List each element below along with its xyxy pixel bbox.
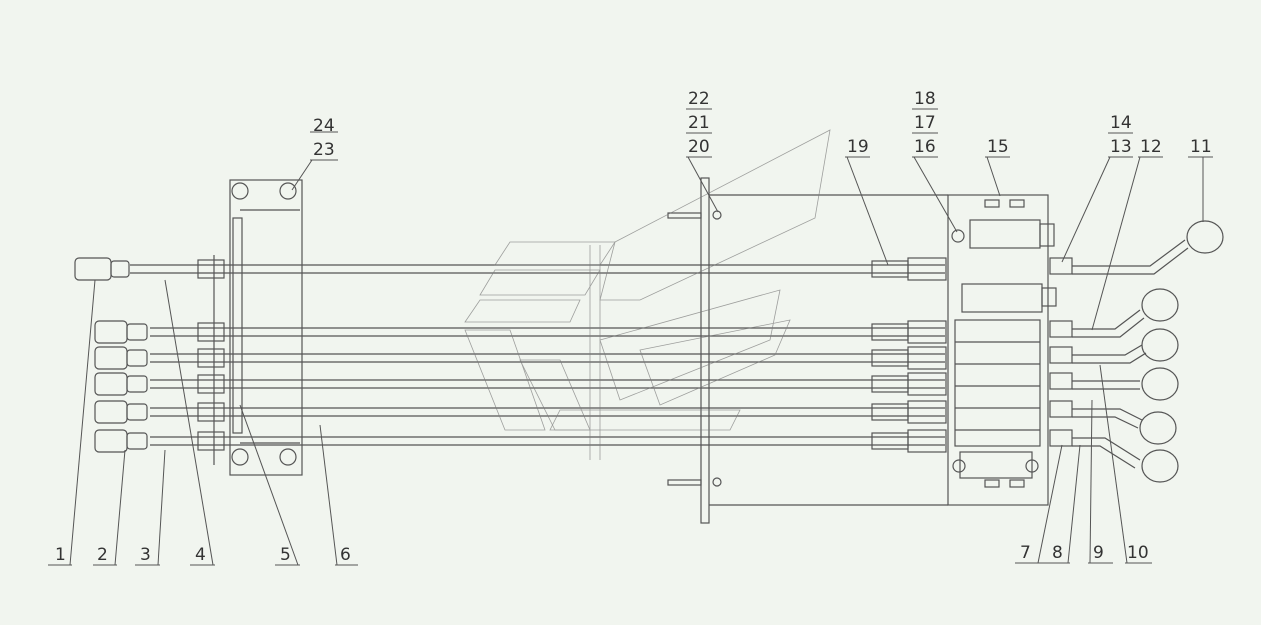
cable-joint-icon: [197, 374, 225, 394]
callout-20: 20: [688, 137, 710, 157]
cable-joint-icon: [871, 403, 909, 421]
lever-knob-icon: [74, 257, 112, 281]
callout-16: 16: [914, 137, 936, 157]
callout-9: 9: [1093, 543, 1104, 563]
callout-1: 1: [55, 545, 66, 565]
bolt-hole-icon: [1025, 459, 1039, 473]
callout-4: 4: [195, 545, 206, 565]
callout-11: 11: [1190, 137, 1212, 157]
cable-joint-icon: [197, 322, 225, 342]
lever-knob-icon: [94, 400, 128, 424]
lever-knob-icon: [94, 429, 128, 453]
cable-joint-icon: [1049, 429, 1073, 447]
cable-row-3: [94, 372, 947, 396]
cable-joint-icon: [871, 349, 909, 367]
callout-8: 8: [1052, 543, 1063, 563]
lever-knob-icon: [1141, 328, 1179, 362]
cable-row-4: [94, 400, 947, 424]
callout-19: 19: [847, 137, 869, 157]
cable-row-2: [94, 346, 947, 370]
lever-knob-icon: [1141, 288, 1179, 322]
cable-row-top: [74, 257, 947, 281]
cable-row-5: [94, 429, 947, 453]
callout-12: 12: [1140, 137, 1162, 157]
lever-knob-icon: [1139, 411, 1177, 445]
middle-bracket: [667, 177, 948, 524]
cable-joint-icon: [871, 375, 909, 393]
cable-row-1: [94, 320, 947, 344]
cable-joint-icon: [1049, 372, 1073, 390]
callout-5: 5: [280, 545, 291, 565]
callout-3: 3: [140, 545, 151, 565]
callout-13: 13: [1110, 137, 1132, 157]
cable-joint-icon: [1049, 400, 1073, 418]
cable-joint-icon: [197, 348, 225, 368]
cable-joint-icon: [197, 259, 225, 279]
callout-labels: 1 2 3 4 5 6 7 8 9 10 11 12 13 14 15 16 1…: [55, 89, 1212, 565]
callout-18: 18: [914, 89, 936, 109]
lever-knob-icon: [1186, 220, 1224, 254]
cable-joint-icon: [197, 431, 225, 451]
callout-22: 22: [688, 89, 710, 109]
cable-joint-icon: [871, 432, 909, 450]
cable-joint-icon: [1049, 320, 1073, 338]
cable-joint-icon: [197, 402, 225, 422]
watermark-logo-icon: [464, 129, 831, 460]
callout-14: 14: [1110, 113, 1132, 133]
callout-7: 7: [1020, 543, 1031, 563]
lever-knob-icon: [1141, 367, 1179, 401]
callout-23: 23: [313, 140, 335, 160]
cable-joint-icon: [1049, 257, 1073, 275]
callout-15: 15: [987, 137, 1009, 157]
right-levers: [1049, 220, 1224, 483]
bolt-hole-icon: [951, 229, 965, 243]
bolt-hole-icon: [231, 448, 249, 466]
callout-21: 21: [688, 113, 710, 133]
bolt-hole-icon: [952, 459, 966, 473]
lever-knob-icon: [94, 346, 128, 370]
callout-24: 24: [313, 116, 335, 136]
bolt-hole-icon: [231, 182, 249, 200]
lever-knob-icon: [94, 320, 128, 344]
bolt-hole-icon: [279, 448, 297, 466]
cable-joint-icon: [1049, 346, 1073, 364]
callout-10: 10: [1127, 543, 1149, 563]
lever-knob-icon: [94, 372, 128, 396]
bolt-hole-icon: [279, 182, 297, 200]
cable-joint-icon: [871, 323, 909, 341]
valve-bank: [947, 194, 1057, 506]
callout-2: 2: [97, 545, 108, 565]
callout-17: 17: [914, 113, 936, 133]
leader-lines: [48, 108, 1213, 566]
callout-6: 6: [340, 545, 351, 565]
cable-joint-icon: [871, 260, 909, 278]
lever-knob-icon: [1141, 449, 1179, 483]
